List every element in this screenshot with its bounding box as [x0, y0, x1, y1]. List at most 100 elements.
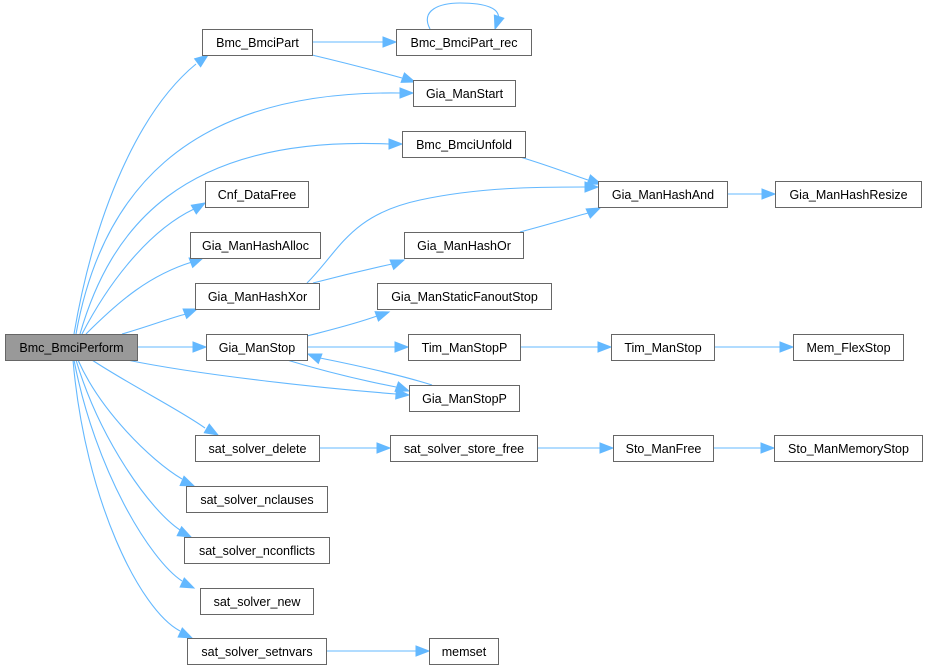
arrowhead-icon [388, 138, 404, 150]
node-box[interactable] [205, 181, 309, 208]
node-manstop[interactable]: Gia_ManStop [206, 334, 308, 361]
node-box[interactable] [404, 232, 524, 259]
node-box[interactable] [186, 486, 328, 513]
arrowhead-icon [586, 174, 603, 185]
arrowhead-icon [382, 36, 398, 48]
node-box[interactable] [190, 232, 321, 259]
node-box[interactable] [377, 283, 552, 310]
edge-part-to-part_rec [312, 36, 398, 48]
node-box[interactable] [195, 283, 320, 310]
node-part_rec[interactable]: Bmc_BmciPart_rec [396, 29, 532, 56]
edge-satdelete-to-storefree [319, 442, 392, 454]
node-box[interactable] [5, 334, 138, 361]
edge-line [121, 313, 187, 335]
edge-line [312, 263, 393, 284]
node-box[interactable] [409, 385, 520, 412]
arrowhead-icon [389, 259, 406, 271]
arrowhead-icon [188, 257, 205, 269]
node-satnew[interactable]: sat_solver_new [200, 588, 314, 615]
node-hashor[interactable]: Gia_ManHashOr [404, 232, 524, 259]
node-box[interactable] [429, 638, 499, 665]
arrowhead-icon [394, 381, 411, 392]
node-box[interactable] [408, 334, 521, 361]
node-cnffree[interactable]: Cnf_DataFree [205, 181, 309, 208]
node-stofree[interactable]: Sto_ManFree [613, 435, 714, 462]
node-box[interactable] [613, 435, 714, 462]
node-hashresize[interactable]: Gia_ManHashResize [775, 181, 922, 208]
node-storefree[interactable]: sat_solver_store_free [390, 435, 538, 462]
node-unfold[interactable]: Bmc_BmciUnfold [402, 131, 526, 158]
arrowhead-icon [400, 72, 417, 83]
node-label: Sto_ManMemoryStop [788, 442, 909, 456]
arrowhead-icon [190, 202, 207, 215]
node-box[interactable] [775, 181, 922, 208]
arrowhead-icon [203, 423, 220, 436]
node-stomem[interactable]: Sto_ManMemoryStop [774, 435, 923, 462]
node-satdelete[interactable]: sat_solver_delete [195, 435, 320, 462]
node-label: Gia_ManHashXor [208, 290, 307, 304]
arrowhead-icon [599, 442, 615, 454]
arrowhead-icon [399, 87, 415, 99]
edge-hashor-to-hashand [519, 207, 602, 233]
edge-hashxor-to-hashor [312, 259, 406, 284]
node-nconflicts[interactable]: sat_solver_nconflicts [184, 537, 330, 564]
node-box[interactable] [390, 435, 538, 462]
arrowhead-icon [176, 525, 193, 538]
edge-line [77, 359, 183, 480]
arrowhead-icon [584, 181, 600, 193]
node-label: Gia_ManHashAlloc [202, 239, 309, 253]
node-box[interactable] [774, 435, 923, 462]
node-setnvars[interactable]: sat_solver_setnvars [187, 638, 327, 665]
edge-line [306, 186, 586, 284]
arrowhead-icon [177, 627, 194, 639]
arrowhead-icon [779, 341, 795, 353]
node-staticfanout[interactable]: Gia_ManStaticFanoutStop [377, 283, 552, 310]
node-hashxor[interactable]: Gia_ManHashXor [195, 283, 320, 310]
node-box[interactable] [402, 131, 526, 158]
edge-line [73, 359, 183, 582]
node-box[interactable] [413, 80, 516, 107]
node-box[interactable] [187, 638, 327, 665]
node-flexstop[interactable]: Mem_FlexStop [793, 334, 904, 361]
edge-line [319, 357, 433, 386]
node-manstart[interactable]: Gia_ManStart [413, 80, 516, 107]
node-label: sat_solver_delete [209, 442, 307, 456]
node-box[interactable] [611, 334, 715, 361]
edge-manstop-to-timstopp [307, 341, 410, 353]
node-hashalloc[interactable]: Gia_ManHashAlloc [190, 232, 321, 259]
node-box[interactable] [396, 29, 532, 56]
node-label: Gia_ManStopP [422, 392, 507, 406]
node-label: Bmc_BmciUnfold [416, 138, 512, 152]
edge-manstop-to-staticfanout [306, 311, 391, 337]
node-nclauses[interactable]: sat_solver_nclauses [186, 486, 328, 513]
edge-perform-to-cnffree [81, 202, 207, 335]
arrowhead-icon [193, 54, 210, 68]
node-box[interactable] [793, 334, 904, 361]
arrowhead-icon [192, 341, 208, 353]
node-timstopp[interactable]: Tim_ManStopP [408, 334, 521, 361]
edge-line [306, 315, 378, 337]
node-label: Bmc_BmciPart_rec [411, 36, 518, 50]
edge-part-to-manstart [311, 54, 417, 83]
node-memset[interactable]: memset [429, 638, 499, 665]
node-box[interactable] [195, 435, 320, 462]
edge-line [286, 359, 397, 388]
arrowhead-icon [179, 577, 196, 589]
edge-unfold-to-hashand [519, 156, 603, 185]
node-box[interactable] [206, 334, 308, 361]
edge-timstop-to-flexstop [714, 341, 795, 353]
node-timstop[interactable]: Tim_ManStop [611, 334, 715, 361]
node-perform[interactable]: Bmc_BmciPerform [5, 334, 138, 361]
node-hashand[interactable]: Gia_ManHashAnd [598, 181, 728, 208]
node-box[interactable] [598, 181, 728, 208]
node-label: Bmc_BmciPerform [19, 341, 123, 355]
edge-line [79, 142, 390, 335]
node-box[interactable] [200, 588, 314, 615]
edge-perform-to-satdelete [91, 359, 220, 436]
node-label: sat_solver_setnvars [201, 645, 312, 659]
node-manstopp[interactable]: Gia_ManStopP [409, 385, 520, 412]
node-box[interactable] [184, 537, 330, 564]
node-box[interactable] [202, 29, 313, 56]
node-part[interactable]: Bmc_BmciPart [202, 29, 313, 56]
